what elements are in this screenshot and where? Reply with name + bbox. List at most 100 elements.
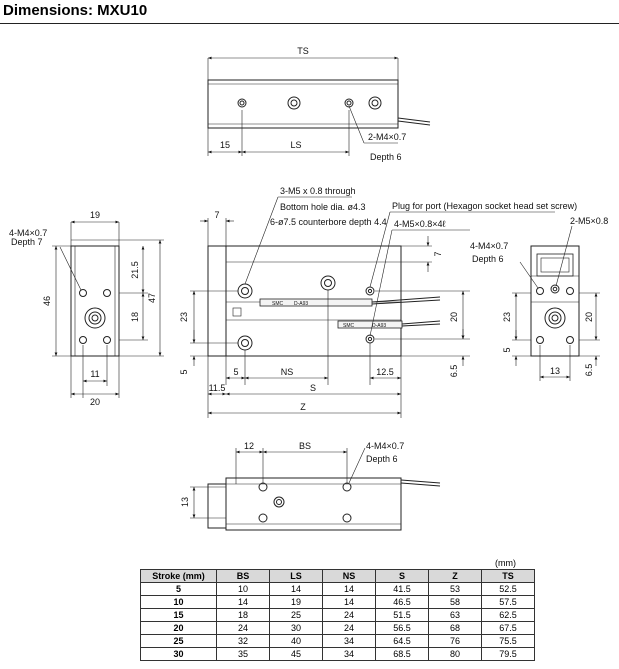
top-view (207, 56, 431, 156)
tapped-hole (79, 289, 87, 297)
table-cell: 24 (216, 621, 270, 635)
table-header-row: Stroke (mm) BS LS NS S Z TS (140, 569, 535, 583)
callout-plug-thread: 4-M5×0.8×4ℓ (394, 219, 447, 229)
tapped-hole (103, 289, 111, 297)
switch-brand: SMC (272, 301, 284, 307)
table-row: 20 24 30 24 56.5 68 67.5 (140, 621, 535, 635)
stroke-cell: 30 (140, 647, 217, 661)
dim-21-5: 21.5 (130, 261, 140, 279)
dim-z: Z (300, 402, 306, 412)
mounting-hole (344, 98, 354, 108)
table-row: 25 32 40 34 64.5 76 75.5 (140, 634, 535, 648)
table-cell: 10 (216, 582, 270, 596)
table-cell: 80 (428, 647, 482, 661)
table-row: 5 10 14 14 41.5 53 52.5 (140, 582, 535, 596)
dim-5-right: 5 (502, 347, 512, 352)
table-cell: 68 (428, 621, 482, 635)
tapped-hole (79, 336, 87, 344)
table-cell: 18 (216, 608, 270, 622)
table-unit: (mm) (495, 558, 516, 568)
dim-20-left: 20 (90, 397, 100, 407)
tapped-hole (536, 287, 544, 295)
tapped-hole (566, 287, 574, 295)
table-cell: 67.5 (481, 621, 535, 635)
tapped-hole (103, 336, 111, 344)
dim-20-right: 20 (584, 312, 594, 322)
dim-11: 11 (90, 369, 99, 379)
callout-left-depth: Depth 7 (11, 237, 43, 247)
center-bore (544, 307, 566, 329)
dim-23-right: 23 (502, 312, 512, 322)
dim-ls: LS (290, 140, 301, 150)
center-bore (273, 496, 285, 508)
tapped-hole (536, 336, 544, 344)
dim-12-5: 12.5 (376, 367, 394, 377)
center-bore (84, 307, 106, 329)
table-cell: 32 (216, 634, 270, 648)
dimension-table: Stroke (mm) BS LS NS S Z TS 5 10 14 14 4… (140, 569, 535, 661)
dim-13-bottom: 13 (180, 497, 190, 507)
table-cell: 79.5 (481, 647, 535, 661)
table-cell: 52.5 (481, 582, 535, 596)
mounting-hole (237, 98, 247, 108)
dim-7-right: 7 (433, 251, 443, 256)
table-cell: 45 (269, 647, 323, 661)
right-end-view (512, 225, 600, 381)
dimension-drawing: TS 15 LS 2-M4×0.7 Depth 6 19 4-M4×0.7 De… (9, 46, 608, 531)
dim-47: 47 (147, 293, 157, 303)
switch-brand: SMC (343, 323, 355, 329)
dim-23: 23 (179, 312, 189, 322)
dim-5-left: 5 (179, 369, 189, 374)
table-cell: 34 (322, 647, 376, 661)
table-cell: 14 (269, 582, 323, 596)
dim-11-5: 11.5 (209, 383, 226, 393)
dim-6-5: 6.5 (449, 365, 459, 378)
table-cell: 24 (322, 621, 376, 635)
bottom-view (190, 447, 441, 531)
table-cell: 14 (322, 595, 376, 609)
table-cell: 62.5 (481, 608, 535, 622)
table-cell: 64.5 (375, 634, 429, 648)
dim-13-right: 13 (550, 366, 560, 376)
callout-bottom-depth: Depth 6 (366, 454, 398, 464)
table-row: 15 18 25 24 51.5 63 62.5 (140, 608, 535, 622)
table-cell: 34 (322, 634, 376, 648)
left-end-view (52, 220, 164, 398)
column-header: TS (481, 569, 535, 583)
table-cell: 56.5 (375, 621, 429, 635)
column-header: LS (269, 569, 323, 583)
callout-top-depth: Depth 6 (370, 152, 402, 162)
dim-15: 15 (220, 140, 230, 150)
callout-counterbore: 6-ø7.5 counterbore depth 4.4 (270, 217, 387, 227)
callout-right-depth: Depth 6 (472, 254, 504, 264)
stroke-cell: 15 (140, 608, 217, 622)
tapped-hole (342, 513, 352, 523)
stroke-cell: 20 (140, 621, 217, 635)
callout-right-thread: 4-M4×0.7 (470, 241, 508, 251)
table-cell: 76 (428, 634, 482, 648)
stroke-cell: 5 (140, 582, 217, 596)
table-row: 30 35 45 34 68.5 80 79.5 (140, 647, 535, 661)
column-header: Z (428, 569, 482, 583)
column-header: BS (216, 569, 270, 583)
page-title: Dimensions: MXU10 (3, 2, 148, 19)
table-cell: 53 (428, 582, 482, 596)
table-cell: 63 (428, 608, 482, 622)
callout-bottom-thread: 4-M4×0.7 (366, 441, 404, 451)
table-cell: 14 (216, 595, 270, 609)
callout-top-thread: 2-M4×0.7 (368, 132, 406, 142)
callout-plug: Plug for port (Hexagon socket head set s… (392, 201, 577, 211)
switch-model: D-A93 (372, 323, 386, 329)
tapped-hole (258, 513, 268, 523)
port-hole (550, 284, 560, 294)
stroke-cell: 25 (140, 634, 217, 648)
dim-ns: NS (281, 367, 294, 377)
table-cell: 46.5 (375, 595, 429, 609)
counterbore-hole (287, 96, 301, 110)
dim-6-5-right: 6.5 (584, 364, 594, 377)
dim-46: 46 (42, 296, 52, 306)
title-rule (0, 23, 619, 24)
stroke-cell: 10 (140, 595, 217, 609)
table-cell: 57.5 (481, 595, 535, 609)
table-cell: 35 (216, 647, 270, 661)
